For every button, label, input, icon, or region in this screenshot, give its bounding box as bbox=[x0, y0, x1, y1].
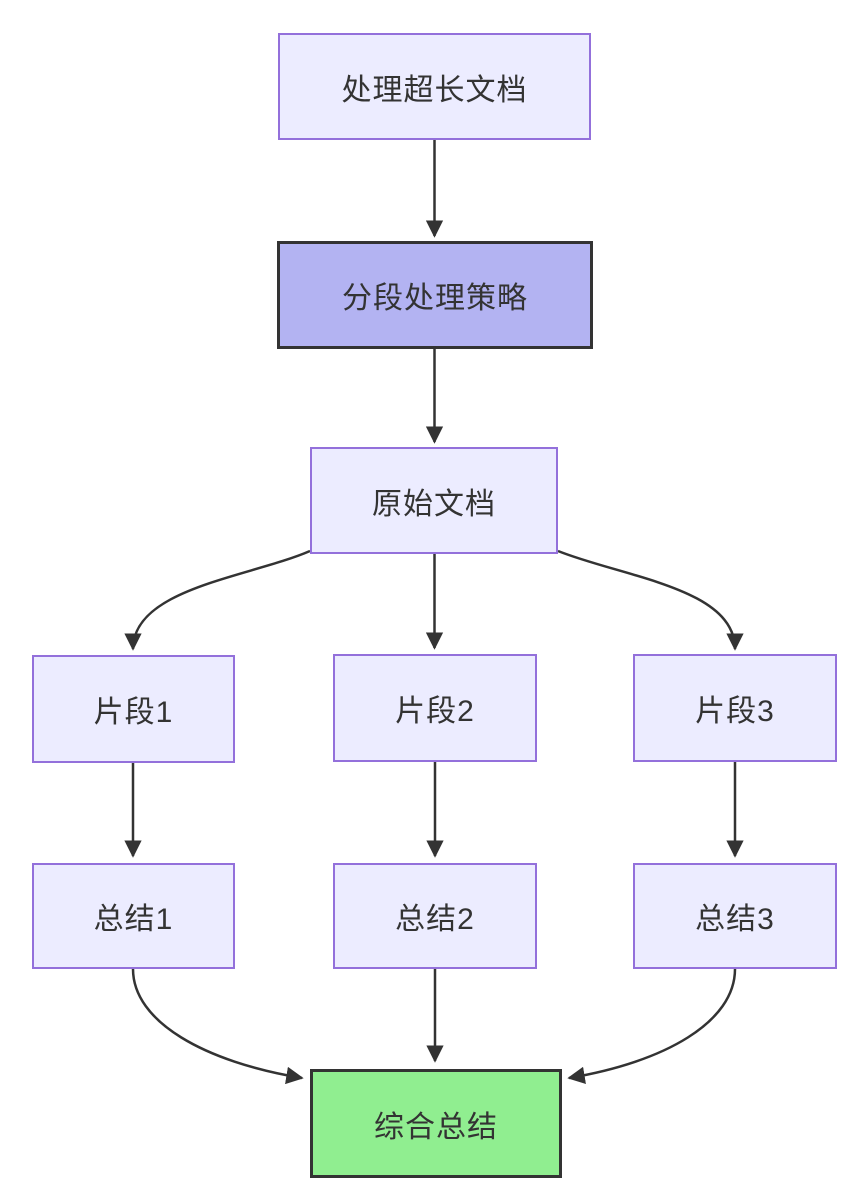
node-label: 综合总结 bbox=[374, 1110, 498, 1144]
node-fragment-3: 片段3 bbox=[633, 654, 837, 762]
node-fragment-1: 片段1 bbox=[32, 655, 235, 763]
node-label: 总结1 bbox=[93, 903, 174, 936]
node-label: 处理超长文档 bbox=[341, 73, 528, 107]
edge-doc-to-fragment-1 bbox=[124, 549, 311, 651]
node-summary-3: 总结3 bbox=[633, 863, 837, 969]
node-label: 原始文档 bbox=[372, 487, 496, 521]
node-fragment-2: 片段2 bbox=[333, 654, 537, 762]
node-original-doc: 原始文档 bbox=[310, 447, 558, 554]
node-summary-1: 总结1 bbox=[32, 863, 235, 969]
node-label: 总结2 bbox=[395, 903, 475, 936]
node-summary-2: 总结2 bbox=[333, 863, 537, 969]
edge-doc-to-fragment-3 bbox=[557, 549, 744, 651]
node-label: 总结3 bbox=[695, 903, 775, 936]
node-segment-strategy: 分段处理策略 bbox=[277, 241, 593, 349]
edge-summary-1-to-final bbox=[131, 968, 304, 1085]
node-long-doc-task: 处理超长文档 bbox=[278, 33, 591, 140]
node-label: 片段1 bbox=[93, 696, 174, 729]
node-label: 分段处理策略 bbox=[342, 282, 528, 315]
node-label: 片段2 bbox=[395, 695, 475, 728]
edge-summary-3-to-final bbox=[567, 968, 737, 1085]
node-final-summary: 综合总结 bbox=[310, 1069, 562, 1178]
node-label: 片段3 bbox=[695, 695, 775, 728]
